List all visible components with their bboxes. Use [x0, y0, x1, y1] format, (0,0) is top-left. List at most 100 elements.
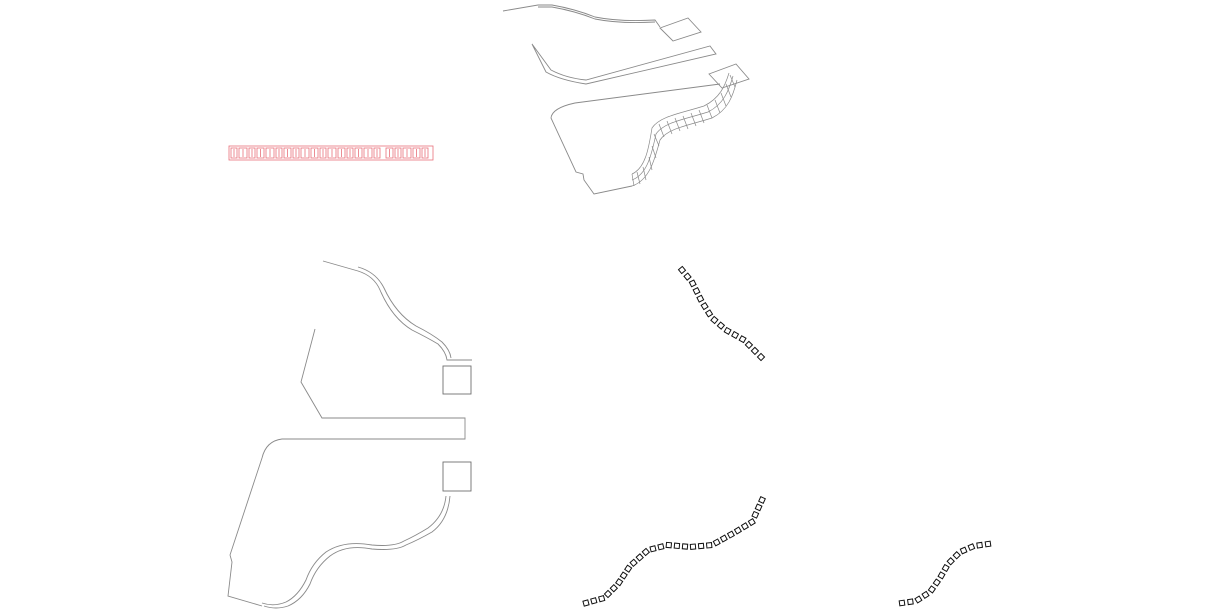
pile-row-upper-wave	[677, 265, 766, 362]
lower-wave-pile	[649, 545, 657, 553]
top-upper-shoreline	[502, 4, 661, 28]
red-glyph	[292, 147, 300, 159]
lower-wave-pile	[681, 543, 689, 550]
upper-wave-pile	[731, 330, 740, 340]
red-glyph	[394, 147, 402, 159]
plan-pier-deck	[229, 328, 466, 556]
upper-wave-pile	[744, 340, 754, 350]
upper-wave-pile	[716, 321, 726, 330]
bottom-plan-view	[227, 260, 472, 609]
short-wave-pile	[976, 541, 983, 549]
lower-wave-pile	[712, 538, 721, 547]
lower-wave-pile	[598, 595, 606, 603]
red-glyph	[275, 147, 283, 159]
lower-wave-pile	[673, 542, 681, 550]
lower-wave-pile	[629, 558, 638, 568]
lower-wave-pile	[697, 542, 705, 550]
lower-wave-pile	[609, 583, 619, 593]
lower-wave-pile	[758, 496, 766, 504]
lower-wave-pile	[619, 571, 628, 580]
red-glyph	[230, 147, 238, 159]
top-hatched-pile-band	[631, 72, 738, 187]
upper-wave-pile	[696, 294, 705, 303]
lower-wave-pile	[733, 526, 743, 535]
short-wave-pile	[952, 551, 961, 560]
lower-wave-pile	[641, 547, 651, 557]
lower-wave-pile	[689, 543, 697, 550]
red-annotation-text	[228, 145, 434, 161]
pile-row-lower-wave	[582, 496, 766, 607]
upper-wave-pile	[756, 352, 766, 362]
short-wave-pile	[932, 578, 941, 587]
red-glyph	[385, 147, 394, 159]
red-glyph	[283, 147, 292, 159]
top-square-platform-2	[708, 63, 750, 89]
red-glyph	[327, 147, 337, 159]
red-glyph	[256, 147, 265, 159]
top-perspective-plan	[502, 4, 750, 195]
upper-wave-pile	[692, 286, 701, 296]
lower-wave-pile	[747, 517, 756, 527]
short-wave-pile	[959, 546, 968, 555]
upper-wave-pile	[723, 326, 732, 335]
top-square-platform-1	[659, 17, 702, 42]
red-glyph	[238, 147, 248, 159]
lower-wave-pile	[740, 522, 750, 531]
short-wave-pile	[946, 557, 955, 566]
top-upper-shoreline-inner	[538, 6, 656, 24]
lower-wave-pile	[657, 543, 665, 551]
lower-wave-pile	[590, 597, 598, 605]
short-wave-pile	[927, 585, 937, 594]
plan-square-platform-1	[442, 365, 472, 395]
short-wave-pile	[921, 590, 930, 600]
red-glyph	[421, 147, 429, 159]
short-wave-pile	[941, 563, 950, 573]
short-wave-pile	[984, 540, 992, 548]
lower-wave-pile	[665, 541, 673, 549]
red-glyph	[412, 147, 421, 159]
top-lower-basin	[550, 83, 721, 195]
lower-wave-pile	[751, 510, 760, 519]
plan-lower-shoreline	[261, 495, 447, 606]
red-glyph	[402, 147, 412, 159]
upper-wave-pile	[683, 272, 692, 281]
red-glyph	[346, 147, 354, 159]
upper-wave-pile	[738, 335, 747, 344]
upper-wave-pile	[704, 309, 714, 318]
top-pier-deck	[531, 43, 717, 85]
plan-square-platform-2	[442, 461, 472, 492]
red-glyph	[373, 147, 381, 159]
plan-upper-shoreline	[322, 260, 472, 361]
lower-wave-pile	[615, 578, 624, 587]
plan-lower-shoreline-inner	[263, 495, 451, 609]
red-glyph	[354, 147, 363, 159]
red-glyph	[310, 147, 319, 159]
red-glyph	[300, 147, 310, 159]
red-glyph	[248, 147, 256, 159]
red-glyph	[363, 147, 373, 159]
lower-wave-pile	[603, 589, 613, 599]
upper-wave-pile	[700, 301, 709, 311]
lower-wave-pile	[754, 503, 763, 512]
short-wave-pile	[898, 599, 906, 607]
lower-wave-pile	[582, 599, 590, 607]
short-wave-pile	[967, 543, 976, 552]
lower-wave-pile	[719, 534, 728, 543]
upper-wave-pile	[677, 265, 687, 275]
red-glyph	[337, 147, 346, 159]
short-wave-pile	[907, 598, 914, 606]
lower-wave-pile	[705, 542, 713, 549]
plan-upper-shoreline-inner	[357, 266, 452, 359]
red-glyph	[265, 147, 275, 159]
lower-wave-pile	[624, 564, 633, 573]
lower-wave-pile	[726, 530, 735, 539]
upper-wave-pile	[688, 279, 697, 288]
red-glyph	[319, 147, 327, 159]
plan-left-edge	[227, 554, 263, 607]
short-wave-pile	[914, 595, 923, 604]
lower-wave-pile	[635, 553, 644, 562]
pile-row-short-wave	[898, 540, 992, 607]
upper-wave-pile	[710, 315, 719, 325]
upper-wave-pile	[750, 346, 760, 356]
